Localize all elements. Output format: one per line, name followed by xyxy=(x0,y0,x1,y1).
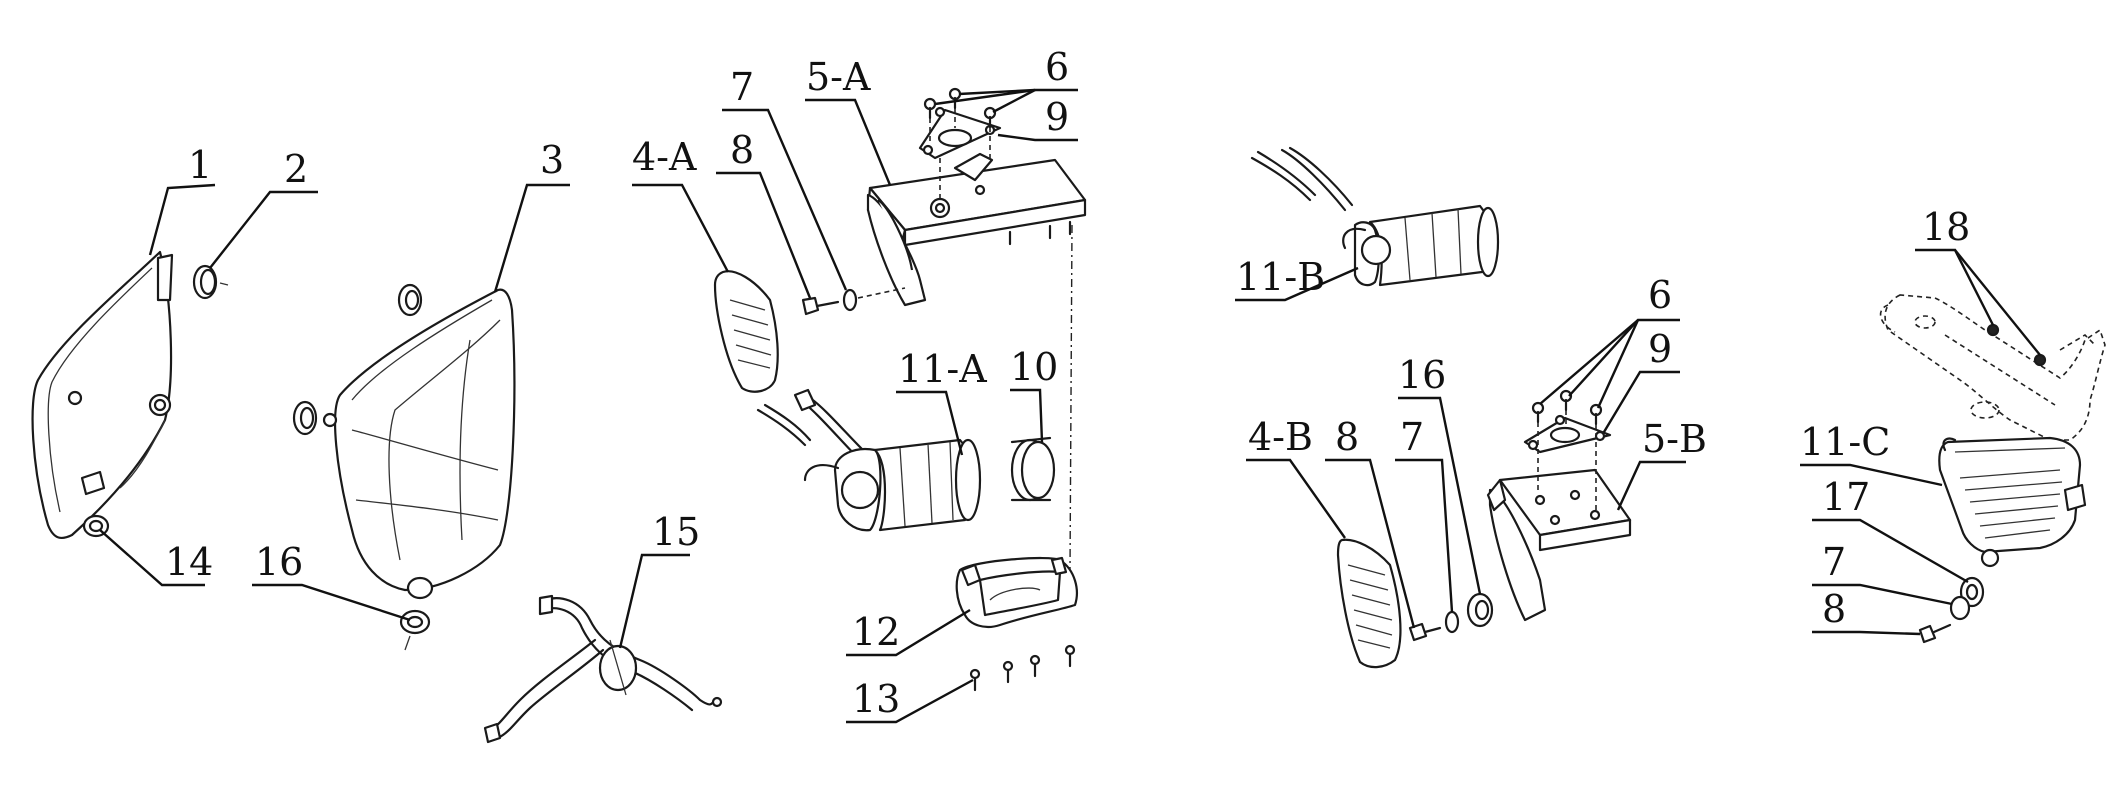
callout-7b: 7 xyxy=(1400,415,1424,459)
callout-16b: 16 xyxy=(1398,353,1446,397)
hose-15 xyxy=(483,594,723,744)
grommet-3b xyxy=(292,400,318,436)
callout-7c: 7 xyxy=(1822,540,1846,584)
cover-4b xyxy=(1336,538,1402,669)
callout-13: 13 xyxy=(852,677,900,721)
callout-8b: 8 xyxy=(1335,415,1359,459)
callout-9b: 9 xyxy=(1648,327,1672,371)
bracket-5a xyxy=(866,152,1087,307)
callout-4b: 4-B xyxy=(1248,415,1313,459)
canister-11a xyxy=(756,388,982,532)
callout-4a: 4-A xyxy=(632,135,697,179)
grommet-14 xyxy=(82,514,110,538)
callout-14: 14 xyxy=(165,540,213,584)
callout-15: 15 xyxy=(652,510,700,554)
callout-6a: 6 xyxy=(1045,45,1069,89)
frame-18 xyxy=(1879,294,2106,441)
bracket-5b xyxy=(1486,468,1632,622)
washer-7a xyxy=(842,287,906,312)
callout-12: 12 xyxy=(852,610,900,654)
grommet-16b xyxy=(1466,592,1494,628)
side-cover-left xyxy=(31,250,174,540)
cover-4a xyxy=(713,270,779,393)
battery-box-11c xyxy=(1938,436,2087,568)
grommet-2 xyxy=(192,264,229,300)
screws-13 xyxy=(969,644,1076,692)
callout-11c: 11-C xyxy=(1800,420,1890,464)
side-cover-right xyxy=(322,288,516,600)
assembly-guide-line xyxy=(1069,224,1073,571)
callout-8a: 8 xyxy=(730,128,754,172)
washer-7c xyxy=(1949,595,1971,621)
washer-7b xyxy=(1444,610,1460,634)
callout-6b: 6 xyxy=(1648,273,1672,317)
callout-5b: 5-B xyxy=(1642,417,1707,461)
callout-17: 17 xyxy=(1822,475,1870,519)
holder-12 xyxy=(955,556,1078,629)
leader-lines xyxy=(99,88,2041,724)
callout-3: 3 xyxy=(540,138,564,182)
grommet-3a xyxy=(397,283,423,317)
bolt-8c xyxy=(1918,623,1952,644)
callout-9a: 9 xyxy=(1045,95,1069,139)
sleeve-10 xyxy=(1010,436,1056,502)
callout-16a: 16 xyxy=(255,540,303,584)
callout-labels: 1 2 3 4-A 8 7 5-A 6 9 14 16 15 11-A 10 1… xyxy=(165,45,1970,721)
screws-6b xyxy=(1531,389,1603,510)
bolt-8a xyxy=(801,296,840,316)
callout-10: 10 xyxy=(1010,345,1058,389)
callout-18: 18 xyxy=(1922,205,1970,249)
callout-1: 1 xyxy=(188,143,212,187)
callout-5a: 5-A xyxy=(806,55,871,99)
grommet-16-left xyxy=(399,609,431,651)
callout-2: 2 xyxy=(284,147,308,191)
callout-8c: 8 xyxy=(1822,587,1846,631)
canister-11b xyxy=(1250,146,1500,287)
callout-11a: 11-A xyxy=(898,347,987,391)
plate-9a xyxy=(918,106,1002,160)
callout-11b: 11-B xyxy=(1236,255,1325,299)
callout-7a: 7 xyxy=(730,65,754,109)
